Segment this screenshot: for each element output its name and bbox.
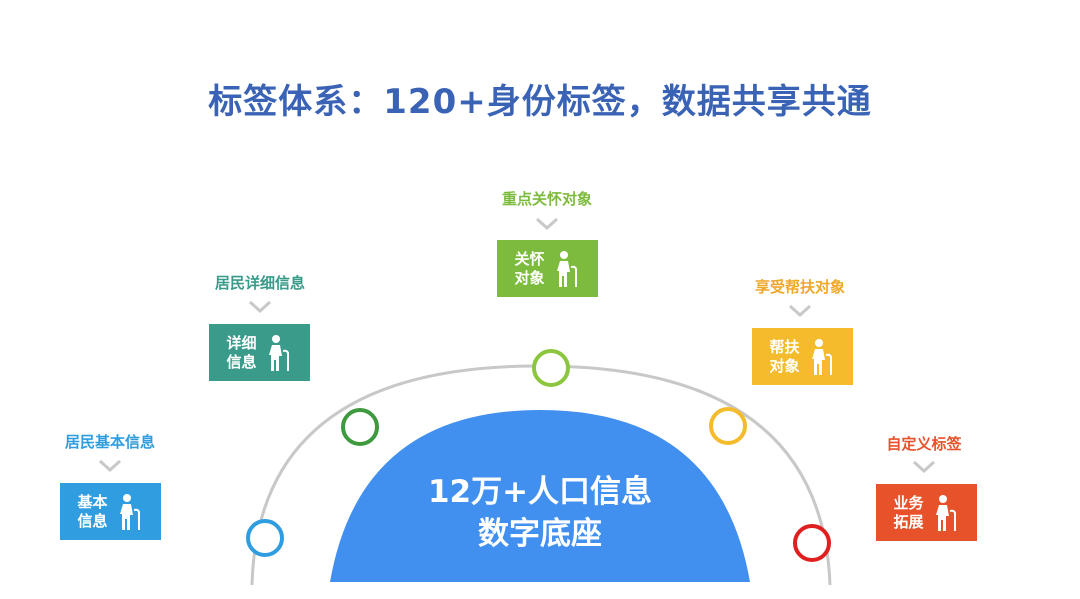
arc-node-5: [793, 524, 831, 562]
elderly-person-icon: [935, 494, 956, 531]
page-title: 标签体系：120+身份标签，数据共享共通: [208, 82, 872, 122]
category-label-custom: 自定义标签: [886, 435, 962, 453]
chevron-down-icon: [535, 217, 559, 231]
chevron-down-icon: [248, 300, 272, 314]
arc-node-2: [341, 408, 379, 446]
arc-node-4: [709, 407, 747, 445]
category-label-basic: 居民基本信息: [64, 433, 155, 451]
chevron-down-icon: [98, 459, 122, 473]
category-label-care: 重点关怀对象: [501, 190, 592, 208]
elderly-person-icon: [811, 338, 832, 375]
category-label-assist: 享受帮扶对象: [754, 278, 845, 296]
elderly-person-icon: [556, 250, 577, 287]
card-assist-target: 帮扶对象: [752, 328, 853, 385]
arc-node-3: [532, 349, 570, 387]
chevron-down-icon: [912, 460, 936, 474]
arc-node-1: [246, 519, 284, 557]
elderly-person-icon: [119, 493, 140, 530]
card-detail-info: 详细信息: [209, 324, 310, 381]
chevron-down-icon: [788, 304, 812, 318]
card-business-expand: 业务拓展: [876, 484, 977, 541]
base-text-line2: 数字底座: [478, 516, 602, 552]
base-text-line1: 12万+人口信息: [427, 474, 653, 510]
card-basic-info: 基本信息: [60, 483, 161, 540]
base-dome: [330, 410, 750, 582]
card-care-target: 关怀对象: [497, 240, 598, 297]
elderly-person-icon: [268, 334, 289, 371]
category-label-detail: 居民详细信息: [214, 274, 305, 292]
